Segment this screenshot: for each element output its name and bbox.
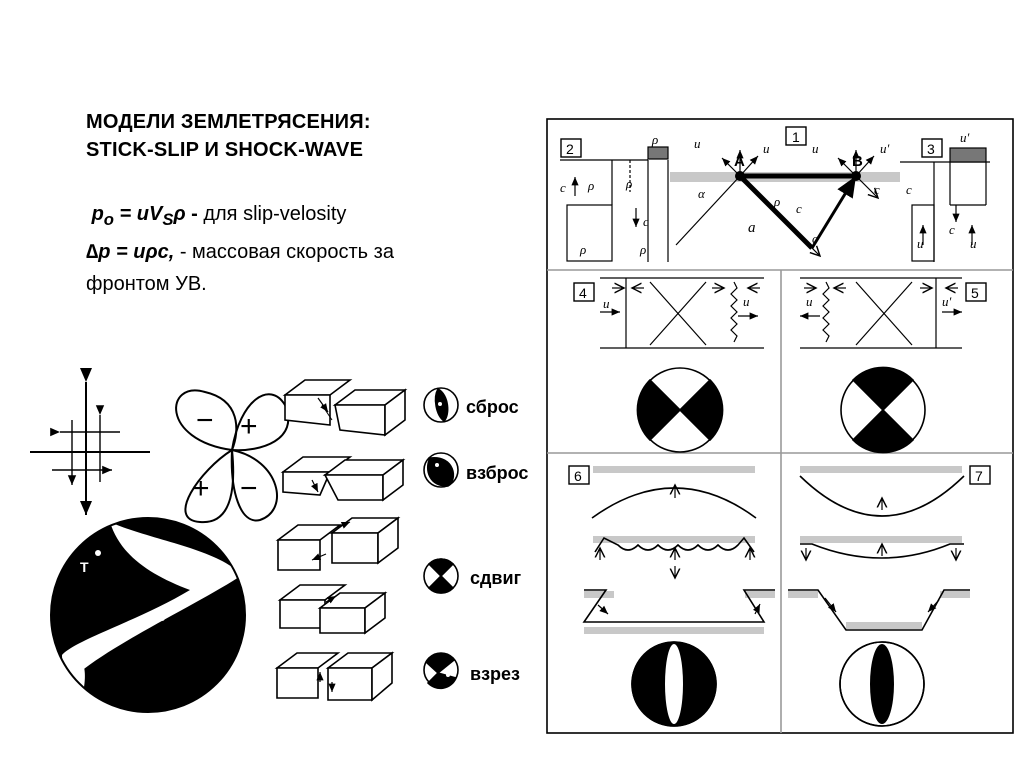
title-line-1: МОДЕЛИ ЗЕМЛЕТРЯСЕНИЯ: [86,111,371,133]
quadrant-minus-top: − [196,404,214,437]
panel-1-drawing [670,150,900,256]
title-line-2: STICK-SLIP И SHOCK-WAVE [86,139,364,161]
wave-panels-frame [546,118,1014,734]
formula-3: фронтом УВ. [86,273,207,295]
quadrant-plus-bottom: + [192,472,210,505]
svg-text:a: a [748,220,756,236]
panel-number-4: 4 [579,285,587,301]
svg-text:u: u [603,296,610,311]
stress-cross-diagram [30,368,150,515]
svg-text:u′: u′ [880,141,890,156]
fault-blocks [274,379,408,702]
panel-1-labels: A B u u u u′ α ρ c c c a [694,136,890,246]
panel-number-6: 6 [574,468,582,484]
svg-text:ρ: ρ [651,132,658,147]
mechanism-label-4: взрез [470,664,520,684]
svg-text:c: c [796,201,802,216]
panel-2-drawing [560,146,669,262]
panel-4-labels: u u [603,294,750,311]
svg-text:A: A [734,153,745,170]
mechanism-label-2: взброс [466,463,528,483]
mechanism-label-3: сдвиг [470,568,522,588]
svg-text:ρ: ρ [579,242,586,257]
focal-mechanism-beachball [50,517,246,713]
panel-3-labels: u′ c c u u [906,130,977,251]
panel-number-boxes [560,126,991,485]
point-a [735,171,745,181]
svg-text:α: α [698,186,706,201]
page-title: МОДЕЛИ ЗЕМЛЕТРЯСЕНИЯ: STICK-SLIP И SHOCK… [86,108,371,164]
svg-text:c: c [812,231,818,246]
svg-text:u: u [806,294,813,309]
svg-text:c: c [949,222,955,237]
panel-5-labels: u u′ [806,294,952,309]
panel-6-beachball [631,641,717,727]
panel-number-7: 7 [975,468,983,484]
svg-text:u: u [763,141,770,156]
formula-2: ∆p = uρc, - массовая скорость за [86,241,394,263]
svg-text:u: u [812,141,819,156]
panel-number-3: 3 [927,141,935,157]
panel-7-beachball [839,641,925,727]
svg-text:ρ: ρ [587,178,594,193]
svg-text:c: c [560,180,566,195]
svg-text:ρ: ρ [773,194,780,209]
mechanism-label-1: сброс [466,397,519,417]
svg-text:u: u [743,294,750,309]
mechanism-beachballs [423,387,459,690]
panel-5-beachball [840,366,926,454]
svg-text:c: c [906,182,912,197]
formula-block: po = uVSρ - для slip-velosity ∆p = uρc, … [86,198,394,300]
svg-text:B: B [852,153,863,170]
quadrant-minus-bottom: − [240,472,258,505]
svg-text:c: c [643,214,649,229]
svg-text:c: c [874,182,880,197]
panel-5-drawing [800,277,962,349]
mechanism-dots [435,402,450,677]
panel-number-1: 1 [792,129,800,145]
fault-slip-arrows [311,397,351,692]
panel-number-5: 5 [971,285,979,301]
beachball-p-label: P [147,612,155,626]
panel-4-beachball [636,367,724,453]
point-b [851,171,861,181]
svg-text:ρ: ρ [639,242,646,257]
svg-text:u: u [970,236,977,251]
svg-text:u′: u′ [960,130,970,145]
svg-text:ρ: ρ [625,176,632,191]
panel-3-drawing [900,147,990,262]
svg-text:u: u [694,136,701,151]
svg-text:u′: u′ [942,294,952,309]
panel-7-drawing [788,466,970,631]
panel-number-2: 2 [566,141,574,157]
svg-text:u: u [917,236,924,251]
beachball-t-label: T [80,559,89,575]
panel-4-drawing [600,277,764,349]
panel-2-labels: c ρ ρ ρ c ρ ρ [560,132,658,257]
formula-1: po = uVSρ - для slip-velosity [91,203,347,229]
quadrant-plus-top: + [240,410,258,443]
panel-6-drawing [582,466,775,634]
